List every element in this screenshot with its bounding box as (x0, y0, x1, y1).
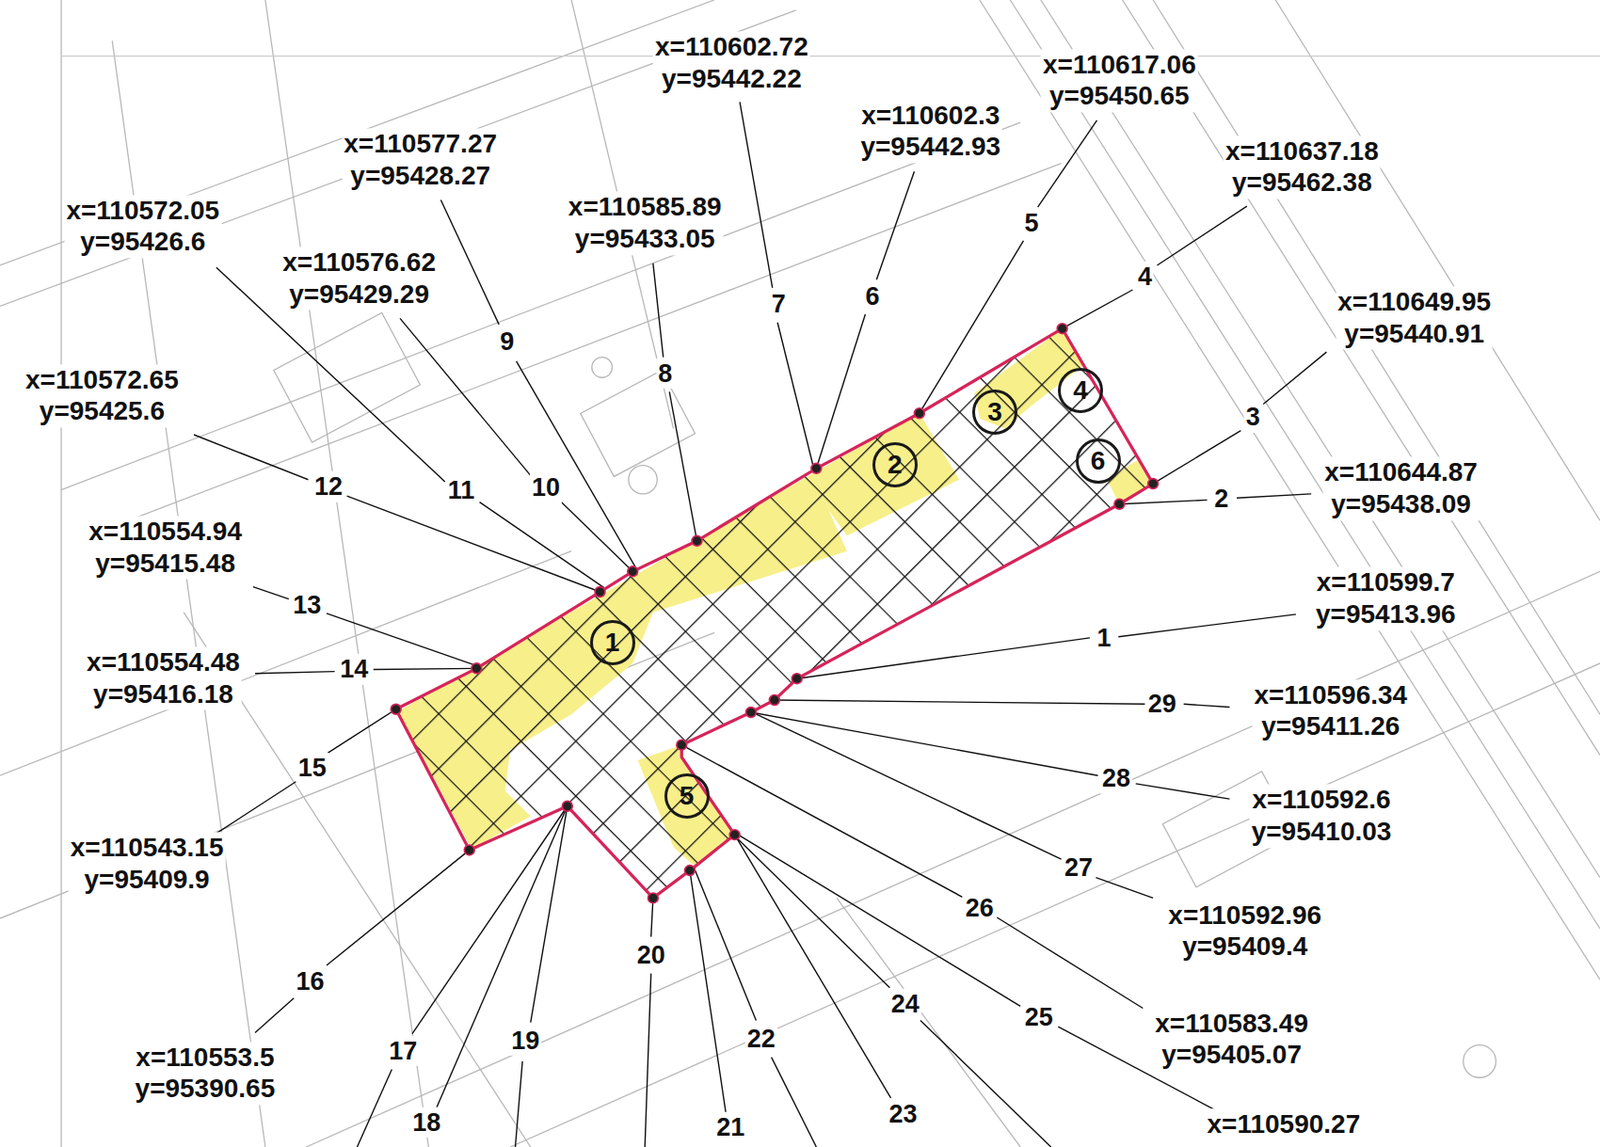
coordinate-label: x=110577.27 y=95428.27 (341, 128, 499, 192)
point-number: 14 (337, 654, 370, 685)
coordinate-label: x=110644.87 y=95438.09 (1322, 457, 1480, 521)
zone-circle: 5 (664, 773, 710, 819)
coordinate-label: x=110590.27 (1205, 1108, 1363, 1141)
zone-circle: 3 (972, 389, 1018, 435)
point-number: 10 (529, 472, 562, 503)
coordinate-label: x=110554.94 y=95415.48 (86, 516, 244, 580)
point-number: 25 (1023, 1002, 1056, 1033)
point-number: 2 (1212, 483, 1231, 514)
point-number: 23 (886, 1099, 919, 1130)
point-number: 15 (296, 752, 329, 784)
zone-circle: 6 (1075, 438, 1121, 484)
point-number: 4 (1136, 261, 1154, 292)
point-number: 19 (509, 1025, 542, 1056)
point-number: 24 (889, 989, 922, 1020)
leader-lines (193, 101, 1327, 1147)
coordinate-label: x=110602.72 y=95442.22 (653, 32, 811, 96)
point-number: 17 (386, 1036, 419, 1067)
zone-circle: 2 (872, 442, 918, 488)
point-number: 13 (290, 590, 323, 621)
zone-number: 4 (1072, 375, 1088, 406)
point-number: 28 (1100, 763, 1133, 794)
coordinate-label: x=110649.95 y=95440.91 (1335, 287, 1493, 351)
coordinate-label: x=110543.15 y=95409.9 (68, 832, 226, 896)
coordinate-label: x=110576.62 y=95429.29 (280, 246, 438, 310)
boundary-points (390, 323, 1158, 904)
coordinate-label: x=110617.06 y=95450.65 (1040, 48, 1199, 112)
coordinate-label: x=110592.6 y=95410.03 (1249, 784, 1394, 848)
zone-number: 6 (1090, 446, 1106, 477)
point-number: 5 (1023, 208, 1041, 239)
coordinate-label: x=110583.49 y=95405.07 (1152, 1008, 1311, 1072)
zone-number: 2 (887, 449, 903, 480)
coordinate-label: x=110637.18 y=95462.38 (1223, 135, 1381, 199)
point-number: 7 (769, 288, 788, 320)
point-number: 26 (963, 893, 996, 924)
point-number: 11 (446, 475, 478, 506)
zone-number: 5 (679, 781, 695, 812)
point-number: 29 (1146, 688, 1179, 720)
zone-number: 3 (987, 397, 1003, 428)
coordinate-label: x=110596.34 y=95411.26 (1251, 679, 1409, 743)
point-number: 1 (1095, 622, 1114, 653)
zone-number: 1 (605, 627, 621, 658)
point-number: 6 (863, 281, 881, 312)
point-number: 12 (312, 471, 345, 502)
coordinate-label: x=110553.5 y=95390.65 (133, 1041, 278, 1105)
coordinate-label: x=110599.7 y=95413.96 (1313, 567, 1458, 631)
coordinate-label: x=110554.48 y=95416.18 (84, 646, 242, 710)
point-number: 9 (497, 326, 516, 357)
zone-circle: 1 (590, 620, 636, 666)
point-number: 20 (635, 940, 668, 971)
site-boundary (396, 328, 1153, 898)
point-number: 22 (745, 1023, 778, 1054)
coordinate-label: x=110585.89 y=95433.05 (566, 192, 724, 256)
coordinate-label: x=110592.96 y=95409.4 (1166, 899, 1324, 963)
point-number: 18 (410, 1106, 443, 1137)
point-number: 27 (1062, 851, 1095, 882)
point-number: 21 (714, 1112, 747, 1143)
point-number: 8 (656, 358, 674, 389)
point-number: 3 (1244, 401, 1263, 432)
coordinate-label: x=110602.3 y=95442.93 (858, 99, 1003, 163)
coordinate-label: x=110572.65 y=95425.6 (23, 364, 181, 428)
zone-circle: 4 (1057, 368, 1104, 414)
point-number: 16 (294, 966, 327, 997)
coordinate-label: x=110572.05 y=95426.6 (64, 194, 222, 258)
